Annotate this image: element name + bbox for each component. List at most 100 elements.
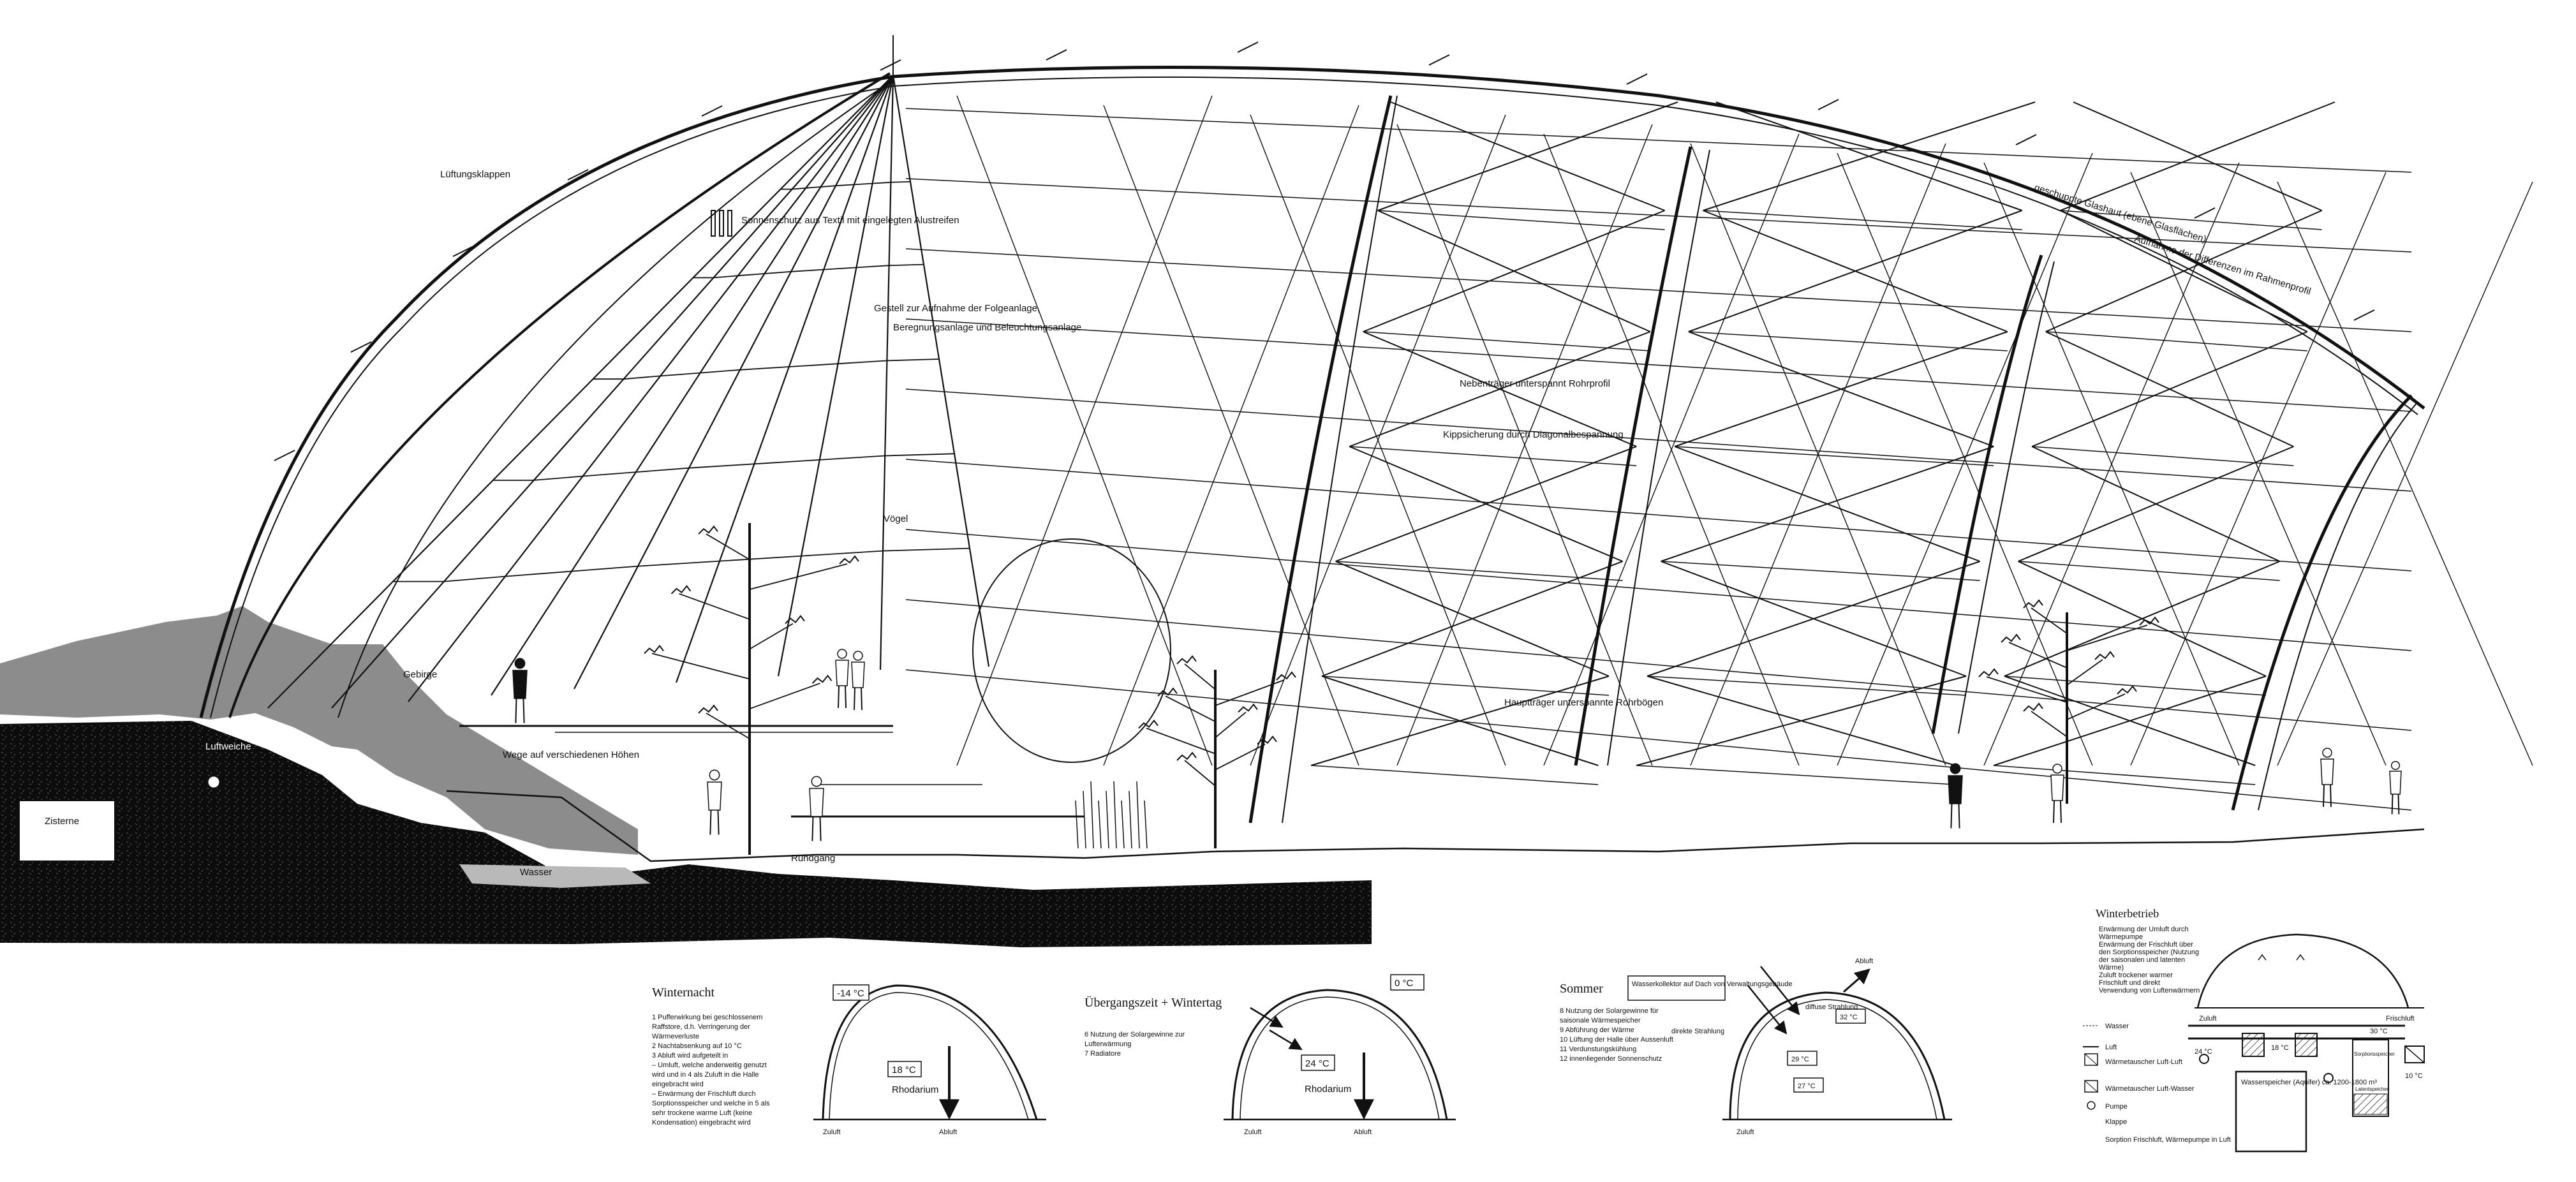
person-upper-leg — [515, 698, 517, 723]
winternacht-legend: 1 Pufferwirkung bei geschlossenemRaffsto… — [651, 1014, 770, 1127]
person-upper-head — [514, 658, 526, 669]
person-far-right-2-head — [2390, 760, 2401, 771]
tree-center-foliage — [1176, 655, 1197, 665]
label-kippsicherung: Kippsicherung durch Diagonalbespannung — [1443, 429, 1624, 440]
ground-profile — [446, 790, 2425, 862]
person-rundgang-1-leg — [717, 809, 720, 835]
legend-line: Kondensation) eingebracht wird — [652, 1119, 751, 1127]
winternacht-temp-out-box — [833, 984, 870, 1001]
legend-line: – Erwärmung der Frischluft durch — [652, 1090, 756, 1098]
person-rundgang-1-head — [709, 769, 720, 781]
bay-purlin — [2018, 561, 2280, 581]
uebergangszeit-zuluft: Zuluft — [1244, 1128, 1262, 1136]
person-rundgang-2-leg — [819, 816, 822, 841]
label-haupttraeger: Hauptträger unterspannte Rohrbögen — [1504, 697, 1663, 708]
glass-shingle — [1237, 41, 1259, 53]
reed — [1113, 781, 1117, 849]
legend-line: 9 Abführung der Wärme — [1560, 1026, 1634, 1034]
winterbetrieb-water-tank-label: Wasserspeicher (Aquifer) ca. 1200-1800 m… — [2241, 1079, 2377, 1086]
longitudinal-purlin — [905, 388, 2412, 492]
net-diagonal — [2277, 181, 2533, 766]
tree-left-branch — [749, 683, 820, 710]
legend-line: Wärmetauscher Luft-Wasser — [2105, 1085, 2195, 1093]
person-rundgang-2-body — [809, 788, 824, 817]
label-gestell-2: Beregnungsanlage und Beleuchtungsanlage — [893, 322, 1081, 333]
legend-swatch-diag — [2084, 1080, 2098, 1093]
bay-purlin — [2045, 331, 2307, 351]
reed — [1075, 800, 1079, 849]
longitudinal-purlin — [905, 529, 2412, 651]
legend-line: Sorptionsspeicher und welche in 5 als — [652, 1100, 770, 1107]
radial-rafter — [892, 75, 990, 667]
glass-shingle — [1046, 49, 1067, 61]
legend-line: sehr trockene warme Luft (keine — [652, 1109, 752, 1117]
tree-right-branch — [2008, 642, 2068, 669]
person-pair-1-head — [837, 649, 847, 659]
uebergangszeit-temp-in-box — [1301, 1054, 1335, 1071]
glass-shingle — [1817, 99, 1839, 110]
net-diagonal — [956, 95, 1213, 766]
bay-diagonal — [2018, 446, 2294, 562]
legend-line: Wärme) — [2099, 964, 2124, 971]
uebergangszeit-floor: Rhodarium — [1305, 1084, 1351, 1095]
uebergangszeit-temp-out: 0 °C — [1395, 978, 1414, 989]
net-diagonal — [1837, 152, 2093, 766]
label-gestell-1: Gestell zur Aufnahme der Folgeanlage, — [874, 303, 1040, 314]
winterbetrieb-roof-vents — [2258, 954, 2305, 961]
glass-shingle — [2353, 309, 2375, 321]
winterbetrieb-latent-label: Latentspeicher — [2355, 1086, 2389, 1092]
glass-shingle — [1626, 73, 1648, 85]
sommer-note-box — [1627, 975, 1726, 1001]
glass-shingle — [2194, 207, 2216, 219]
legend-line: 2 Nachtabsenkung auf 10 °C — [652, 1042, 742, 1050]
winterbetrieb-exchanger-2 — [2295, 1033, 2318, 1057]
main-arch-rib — [228, 72, 891, 718]
sunshade-strip — [711, 210, 716, 237]
winternacht-dome — [822, 984, 1038, 1120]
radial-rafter — [879, 75, 894, 670]
tree-right-branch — [2066, 693, 2126, 720]
person-pair-1-leg — [838, 685, 840, 709]
tree-left-foliage — [670, 585, 692, 595]
sommer-sun-arrow-1 — [1760, 966, 1800, 1016]
tree-center-branch — [1215, 679, 1285, 706]
tree-center-branch — [1184, 663, 1216, 690]
tree-left-branch — [706, 713, 750, 739]
bay-diagonal — [1349, 331, 1651, 447]
legend-line: Erwärmung der Umluft durch — [2099, 926, 2189, 933]
person-right-dark-head — [1950, 763, 1961, 774]
winternacht-dome-inner — [829, 992, 1029, 1120]
glass-shingle — [567, 169, 589, 181]
glass-shingle — [2015, 134, 2037, 145]
reed — [1144, 800, 1148, 849]
person-pair-2-leg — [861, 687, 862, 711]
sommer-dome-inner — [1737, 999, 1937, 1120]
winterbetrieb-water-tank — [2235, 1070, 2307, 1153]
winterbetrieb-pump-2 — [2323, 1073, 2334, 1083]
bay-diagonal — [1321, 561, 1623, 677]
sommer-dome — [1729, 991, 1946, 1120]
sommer-temp-low: 27 °C — [1798, 1082, 1816, 1090]
person-far-right-leg — [2330, 784, 2332, 808]
bay-purlin — [1311, 765, 1599, 785]
uebergangszeit-temp-in: 24 °C — [1305, 1058, 1329, 1069]
winterbetrieb-temp4: 10 °C — [2405, 1072, 2423, 1080]
bay-purlin — [1321, 676, 1610, 696]
glass-shingle — [452, 246, 474, 257]
uebergangszeit-temp-out-box — [1390, 974, 1425, 991]
legend-line: Zuluft trockener warmer — [2099, 971, 2173, 979]
legend-line: Lufterwärmung — [1084, 1040, 1131, 1048]
tree-left-branch — [651, 653, 750, 680]
person-far-right-leg — [2323, 784, 2325, 808]
bay-diagonal — [1377, 101, 1678, 211]
winterbetrieb-exchanger-1 — [2242, 1033, 2265, 1057]
bay-diagonal — [1310, 676, 1610, 766]
net-diagonal — [1983, 162, 2240, 766]
main-arch-rib — [1574, 146, 1692, 766]
person-upper-body — [512, 670, 528, 699]
person-pair-1-body — [835, 660, 849, 686]
legend-line: 1 Pufferwirkung bei geschlossenem — [652, 1014, 762, 1021]
tree-right-branch — [2031, 607, 2068, 634]
bay-diagonal — [1661, 446, 1994, 562]
person-right-head — [2052, 764, 2062, 774]
